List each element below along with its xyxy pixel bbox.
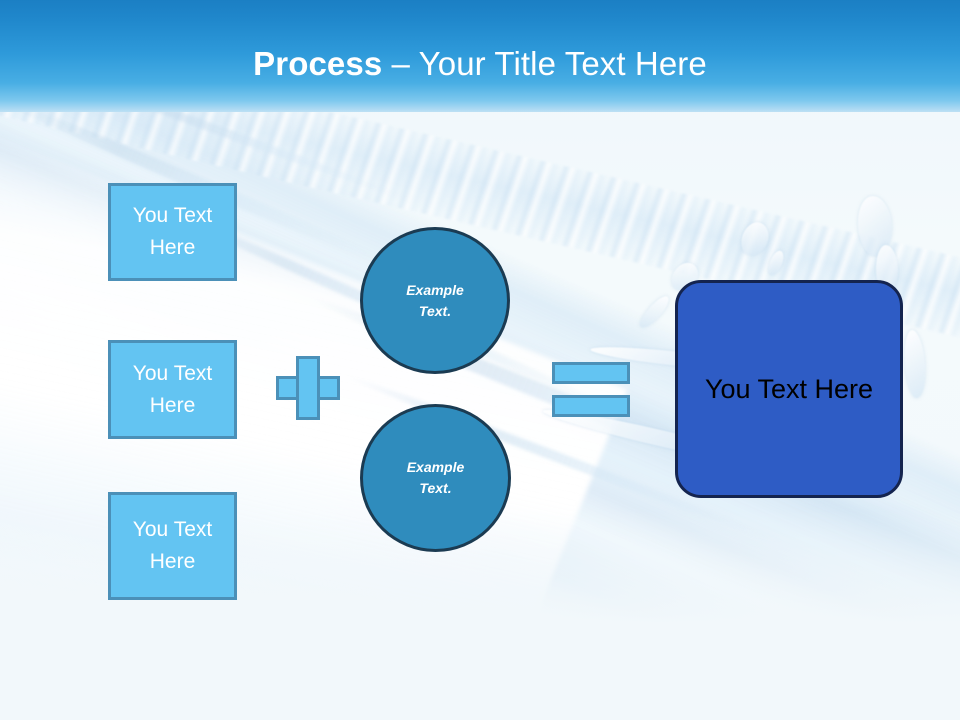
equals-top-bar: [552, 362, 630, 384]
example-circle-2-label: Example Text.: [407, 457, 465, 499]
input-box-3-label: You Text Here: [132, 518, 213, 573]
equals-bottom-bar: [552, 395, 630, 417]
result-box[interactable]: You Text Here: [675, 280, 903, 498]
input-box-2[interactable]: You Text Here: [108, 340, 237, 439]
example-circle-1-line2: Text.: [418, 302, 452, 319]
example-circle-2-line1: Example: [406, 459, 465, 475]
example-circle-1-label: Example Text.: [406, 280, 464, 322]
plus-icon: [276, 356, 340, 420]
page-title-strong: Process: [253, 45, 383, 82]
example-circle-2-line2: Text.: [419, 480, 452, 496]
input-box-1[interactable]: You Text Here: [108, 183, 237, 281]
example-circle-1-line1: Example: [406, 281, 464, 298]
input-box-1-label: You Text Here: [132, 204, 213, 259]
equals-icon: [552, 362, 630, 417]
result-box-label: You Text Here: [704, 374, 874, 404]
plus-center-patch: [299, 379, 317, 397]
input-box-3[interactable]: You Text Here: [108, 492, 237, 600]
input-box-2-label: You Text Here: [132, 361, 213, 417]
page-title-rest: – Your Title Text Here: [382, 45, 707, 82]
example-circle-2[interactable]: Example Text.: [360, 404, 511, 552]
title-banner: Process – Your Title Text Here: [0, 0, 960, 112]
example-circle-1[interactable]: Example Text.: [360, 227, 510, 374]
page-title: Process – Your Title Text Here: [0, 44, 960, 84]
